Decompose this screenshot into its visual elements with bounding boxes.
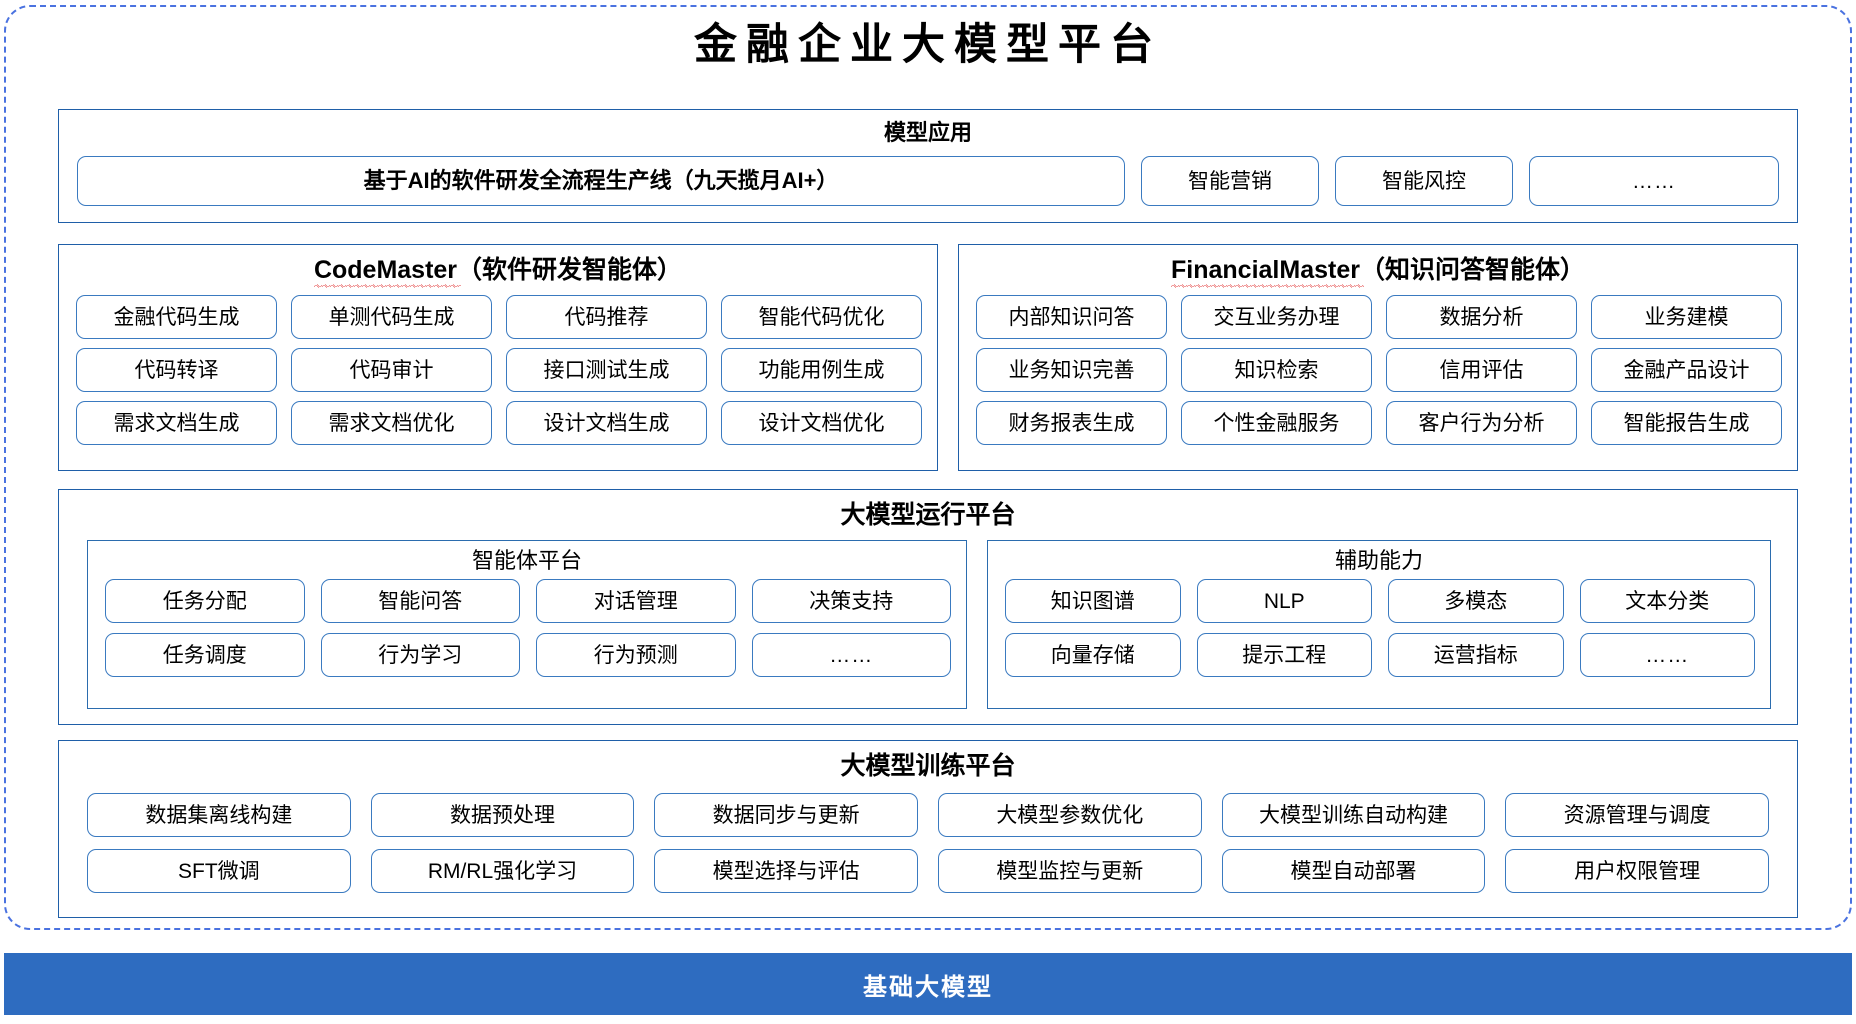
section-runtime-platform: 大模型运行平台 智能体平台 任务分配 智能问答 对话管理 决策支持 任务调度 行… bbox=[58, 489, 1798, 725]
pill-code-master-2[interactable]: 代码推荐 bbox=[506, 295, 707, 339]
pill-agent-platform-6[interactable]: 行为预测 bbox=[536, 633, 736, 677]
pill-agent-platform-5[interactable]: 行为学习 bbox=[320, 633, 520, 677]
pill-training-11[interactable]: 用户权限管理 bbox=[1505, 849, 1769, 893]
training-platform-pill-grid: 数据集离线构建 数据预处理 数据同步与更新 大模型参数优化 大模型训练自动构建 … bbox=[87, 793, 1769, 893]
pill-auxiliary-0[interactable]: 知识图谱 bbox=[1005, 579, 1181, 623]
model-application-pill-row: 基于AI的软件研发全流程生产线（九天揽月AI+） 智能营销 智能风控 …… bbox=[77, 156, 1779, 206]
pill-training-8[interactable]: 模型选择与评估 bbox=[654, 849, 918, 893]
pill-training-0[interactable]: 数据集离线构建 bbox=[87, 793, 351, 837]
pill-code-master-1[interactable]: 单测代码生成 bbox=[291, 295, 492, 339]
pill-code-master-8[interactable]: 需求文档生成 bbox=[76, 401, 277, 445]
pill-more-model-application[interactable]: …… bbox=[1529, 156, 1779, 206]
pill-agent-platform-4[interactable]: 任务调度 bbox=[105, 633, 305, 677]
pill-agent-platform-1[interactable]: 智能问答 bbox=[320, 579, 520, 623]
pill-financial-master-9[interactable]: 个性金融服务 bbox=[1181, 401, 1372, 445]
pill-auxiliary-7[interactable]: …… bbox=[1579, 633, 1755, 677]
section-runtime-platform-title: 大模型运行平台 bbox=[840, 501, 1016, 529]
pill-auxiliary-4[interactable]: 向量存储 bbox=[1005, 633, 1181, 677]
pill-financial-master-0[interactable]: 内部知识问答 bbox=[976, 295, 1167, 339]
pill-code-master-6[interactable]: 接口测试生成 bbox=[506, 348, 707, 392]
code-master-pill-grid: 金融代码生成 单测代码生成 代码推荐 智能代码优化 代码转译 代码审计 接口测试… bbox=[76, 295, 922, 445]
section-training-platform: 大模型训练平台 数据集离线构建 数据预处理 数据同步与更新 大模型参数优化 大模… bbox=[58, 740, 1798, 918]
pill-code-master-4[interactable]: 代码转译 bbox=[76, 348, 277, 392]
pill-agent-platform-0[interactable]: 任务分配 bbox=[105, 579, 305, 623]
section-financial-master: FinancialMaster（知识问答智能体） 内部知识问答 交互业务办理 数… bbox=[958, 244, 1798, 471]
section-model-application: 模型应用 基于AI的软件研发全流程生产线（九天揽月AI+） 智能营销 智能风控 … bbox=[58, 109, 1798, 223]
pill-financial-master-11[interactable]: 智能报告生成 bbox=[1591, 401, 1782, 445]
base-model-band: 基础大模型 bbox=[4, 953, 1852, 1015]
outer-dashed-frame bbox=[4, 5, 1852, 930]
page-title: 金融企业大模型平台 bbox=[694, 20, 1162, 70]
pill-auxiliary-5[interactable]: 提示工程 bbox=[1196, 633, 1372, 677]
pill-auxiliary-1[interactable]: NLP bbox=[1196, 579, 1372, 623]
pill-smart-risk-control[interactable]: 智能风控 bbox=[1335, 156, 1513, 206]
pill-auxiliary-3[interactable]: 文本分类 bbox=[1579, 579, 1755, 623]
pill-code-master-11[interactable]: 设计文档优化 bbox=[721, 401, 922, 445]
pill-code-master-3[interactable]: 智能代码优化 bbox=[721, 295, 922, 339]
agent-platform-pill-grid: 任务分配 智能问答 对话管理 决策支持 任务调度 行为学习 行为预测 …… bbox=[105, 579, 951, 677]
pill-ai-sdlc-production-line[interactable]: 基于AI的软件研发全流程生产线（九天揽月AI+） bbox=[77, 156, 1125, 206]
financial-master-suffix: （知识问答智能体） bbox=[1359, 256, 1585, 284]
pill-code-master-7[interactable]: 功能用例生成 bbox=[721, 348, 922, 392]
pill-financial-master-4[interactable]: 业务知识完善 bbox=[976, 348, 1167, 392]
pill-auxiliary-2[interactable]: 多模态 bbox=[1388, 579, 1564, 623]
pill-financial-master-5[interactable]: 知识检索 bbox=[1181, 348, 1372, 392]
pill-training-5[interactable]: 资源管理与调度 bbox=[1505, 793, 1769, 837]
financial-master-name: FinancialMaster bbox=[1171, 256, 1364, 288]
pill-financial-master-1[interactable]: 交互业务办理 bbox=[1181, 295, 1372, 339]
code-master-suffix: （软件研发智能体） bbox=[457, 256, 683, 284]
financial-master-heading: FinancialMaster（知识问答智能体） bbox=[959, 256, 1797, 288]
pill-training-7[interactable]: RM/RL强化学习 bbox=[370, 849, 635, 893]
pill-auxiliary-6[interactable]: 运营指标 bbox=[1388, 633, 1564, 677]
pill-financial-master-2[interactable]: 数据分析 bbox=[1386, 295, 1577, 339]
pill-financial-master-6[interactable]: 信用评估 bbox=[1386, 348, 1577, 392]
pill-training-3[interactable]: 大模型参数优化 bbox=[937, 793, 1202, 837]
pill-training-4[interactable]: 大模型训练自动构建 bbox=[1221, 793, 1486, 837]
subsection-auxiliary-capability-title: 辅助能力 bbox=[1334, 548, 1423, 573]
pill-training-9[interactable]: 模型监控与更新 bbox=[937, 849, 1202, 893]
pill-training-2[interactable]: 数据同步与更新 bbox=[654, 793, 918, 837]
subsection-agent-platform: 智能体平台 任务分配 智能问答 对话管理 决策支持 任务调度 行为学习 行为预测… bbox=[87, 540, 967, 709]
pill-training-1[interactable]: 数据预处理 bbox=[370, 793, 635, 837]
pill-financial-master-3[interactable]: 业务建模 bbox=[1591, 295, 1782, 339]
pill-code-master-9[interactable]: 需求文档优化 bbox=[291, 401, 492, 445]
auxiliary-capability-pill-grid: 知识图谱 NLP 多模态 文本分类 向量存储 提示工程 运营指标 …… bbox=[1005, 579, 1755, 677]
pill-agent-platform-3[interactable]: 决策支持 bbox=[751, 579, 951, 623]
pill-financial-master-8[interactable]: 财务报表生成 bbox=[976, 401, 1167, 445]
code-master-heading: CodeMaster（软件研发智能体） bbox=[59, 256, 937, 288]
pill-code-master-0[interactable]: 金融代码生成 bbox=[76, 295, 277, 339]
section-training-platform-title: 大模型训练平台 bbox=[840, 752, 1016, 780]
pill-financial-master-10[interactable]: 客户行为分析 bbox=[1386, 401, 1577, 445]
section-code-master: CodeMaster（软件研发智能体） 金融代码生成 单测代码生成 代码推荐 智… bbox=[58, 244, 938, 471]
pill-smart-marketing[interactable]: 智能营销 bbox=[1141, 156, 1319, 206]
pill-code-master-5[interactable]: 代码审计 bbox=[291, 348, 492, 392]
pill-code-master-10[interactable]: 设计文档生成 bbox=[506, 401, 707, 445]
financial-master-pill-grid: 内部知识问答 交互业务办理 数据分析 业务建模 业务知识完善 知识检索 信用评估… bbox=[976, 295, 1782, 445]
pill-financial-master-7[interactable]: 金融产品设计 bbox=[1591, 348, 1782, 392]
code-master-name: CodeMaster bbox=[313, 256, 462, 288]
base-model-label: 基础大模型 bbox=[863, 973, 993, 1001]
subsection-agent-platform-title: 智能体平台 bbox=[471, 548, 582, 573]
pill-training-10[interactable]: 模型自动部署 bbox=[1221, 849, 1486, 893]
pill-agent-platform-2[interactable]: 对话管理 bbox=[536, 579, 736, 623]
section-model-application-title: 模型应用 bbox=[883, 120, 972, 145]
pill-training-6[interactable]: SFT微调 bbox=[87, 849, 351, 893]
subsection-auxiliary-capability: 辅助能力 知识图谱 NLP 多模态 文本分类 向量存储 提示工程 运营指标 …… bbox=[987, 540, 1771, 709]
pill-agent-platform-7[interactable]: …… bbox=[751, 633, 951, 677]
